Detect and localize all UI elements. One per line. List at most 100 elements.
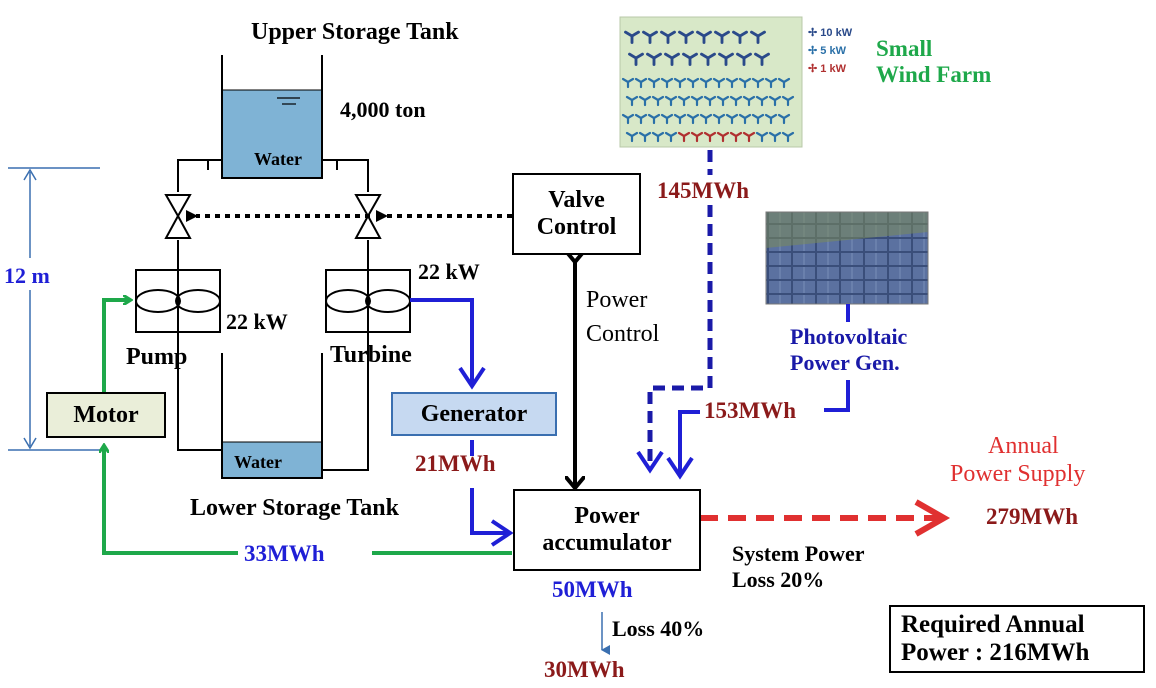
wind-turbine-icon — [781, 131, 795, 143]
wind-turbine-icon — [664, 52, 680, 66]
wind-turbine-icon — [732, 30, 748, 44]
wind-turbine-icon — [777, 113, 791, 125]
wind-turbine-icon — [712, 77, 726, 89]
valve-control-label-1: Valve — [548, 187, 605, 213]
wind-turbine-icon — [751, 77, 765, 89]
upper-storage-tank — [221, 55, 323, 179]
wind-turbine-icon — [646, 52, 662, 66]
valve-control-box: Valve Control — [512, 173, 641, 255]
wind-turbine-icon — [725, 113, 739, 125]
lower-tank-title: Lower Storage Tank — [190, 495, 399, 521]
generator-label: Generator — [420, 400, 528, 427]
wind-turbine-icon — [703, 95, 717, 107]
wind-turbine-icon — [764, 77, 778, 89]
power-control-label-2: Control — [586, 321, 660, 347]
wind-power-flow — [636, 150, 713, 474]
wind-turbine-icon — [678, 30, 694, 44]
wind-turbine-icon — [686, 77, 700, 89]
wind-legend-10kw: ✢ 10 kW — [808, 24, 852, 42]
wind-turbine-icon — [651, 95, 665, 107]
generator-energy-label: 21MWh — [415, 451, 496, 476]
generator-box: Generator — [391, 392, 557, 436]
wind-farm-title-2: Wind Farm — [876, 62, 992, 87]
height-label: 12 m — [4, 263, 50, 288]
wind-turbine-icon — [700, 52, 716, 66]
loss-energy-label: 30MWh — [544, 657, 625, 682]
system-loss-label-1: System Power — [732, 541, 865, 566]
wind-turbine-icon — [642, 30, 658, 44]
turbine-unit-icon — [325, 269, 411, 333]
wind-turbine-icon — [729, 95, 743, 107]
wind-turbine-icon — [690, 131, 704, 143]
pump-unit-icon — [135, 269, 221, 333]
wind-turbine-icon — [718, 52, 734, 66]
pv-energy-label: 153MWh — [704, 398, 796, 423]
wind-turbine-icon — [755, 95, 769, 107]
upper-tank-title: Upper Storage Tank — [251, 19, 459, 45]
wind-turbine-icon — [638, 95, 652, 107]
wind-turbine-icon — [638, 131, 652, 143]
wind-farm-image — [619, 16, 803, 148]
accumulator-energy-label: 50MWh — [552, 577, 633, 602]
wind-legend-1kw: ✢ 1 kW — [808, 60, 852, 78]
wind-farm-title-1: Small — [876, 36, 933, 61]
wind-turbine-icon — [686, 113, 700, 125]
valve-left-icon — [164, 194, 192, 239]
required-power-box: Required Annual Power : 216MWh — [889, 605, 1145, 673]
wind-turbine-icon — [660, 77, 674, 89]
accumulator-label-2: accumulator — [542, 530, 672, 556]
wind-turbine-icon — [624, 30, 640, 44]
power-control-label-1: Power — [586, 287, 648, 313]
wind-turbine-icon — [628, 52, 644, 66]
wind-turbine-icon — [754, 52, 770, 66]
wind-turbine-icon — [677, 131, 691, 143]
wind-turbine-icon — [621, 77, 635, 89]
wind-turbine-icon — [738, 113, 752, 125]
wind-turbine-icon — [625, 95, 639, 107]
wind-turbine-icon — [716, 95, 730, 107]
wind-turbine-icon — [716, 131, 730, 143]
wind-turbine-icon — [781, 95, 795, 107]
turbine-10kw-icon: ✢ — [808, 27, 821, 39]
loss-40-label: Loss 40% — [612, 616, 705, 641]
wind-turbine-icon — [703, 131, 717, 143]
pv-title-1: Photovoltaic — [790, 324, 908, 349]
wind-turbine-icon — [742, 95, 756, 107]
lower-storage-tank — [177, 332, 369, 479]
pv-panel-image — [765, 211, 929, 305]
wind-turbine-icon — [764, 113, 778, 125]
system-loss-label-2: Loss 20% — [732, 567, 825, 592]
wind-energy-label: 145MWh — [657, 178, 749, 203]
wind-turbine-icon — [660, 30, 676, 44]
height-dimension — [8, 167, 100, 451]
turbine-power-label: 22 kW — [418, 259, 480, 284]
upper-water-label: Water — [254, 149, 302, 169]
wind-turbine-icon — [673, 77, 687, 89]
wind-turbine-icon — [625, 131, 639, 143]
wind-turbine-icon — [712, 113, 726, 125]
valve-right-icon — [354, 194, 382, 239]
turbine-5kw-icon: ✢ — [808, 45, 821, 57]
required-label-1: Required Annual — [901, 611, 1085, 638]
tank-capacity-label: 4,000 ton — [340, 97, 426, 122]
pv-power-flow — [666, 304, 850, 480]
wind-legend-1kw-label: 1 kW — [820, 63, 846, 75]
wind-turbine-icon — [647, 77, 661, 89]
wind-turbine-icon — [634, 77, 648, 89]
wind-legend-10kw-label: 10 kW — [820, 27, 853, 39]
valve-control-label-2: Control — [536, 214, 617, 240]
wind-turbine-icon — [736, 52, 752, 66]
wind-legend-5kw-label: 5 kW — [820, 45, 846, 57]
upper-pipes — [177, 159, 369, 270]
wind-turbine-icon — [725, 77, 739, 89]
turbine-label: Turbine — [330, 342, 412, 368]
wind-turbine-icon — [699, 77, 713, 89]
motor-energy-label: 33MWh — [244, 541, 325, 566]
wind-turbine-icon — [664, 95, 678, 107]
wind-turbine-icon — [714, 30, 730, 44]
wind-turbine-icon — [682, 52, 698, 66]
wind-turbine-icon — [690, 95, 704, 107]
pump-label: Pump — [126, 344, 188, 370]
